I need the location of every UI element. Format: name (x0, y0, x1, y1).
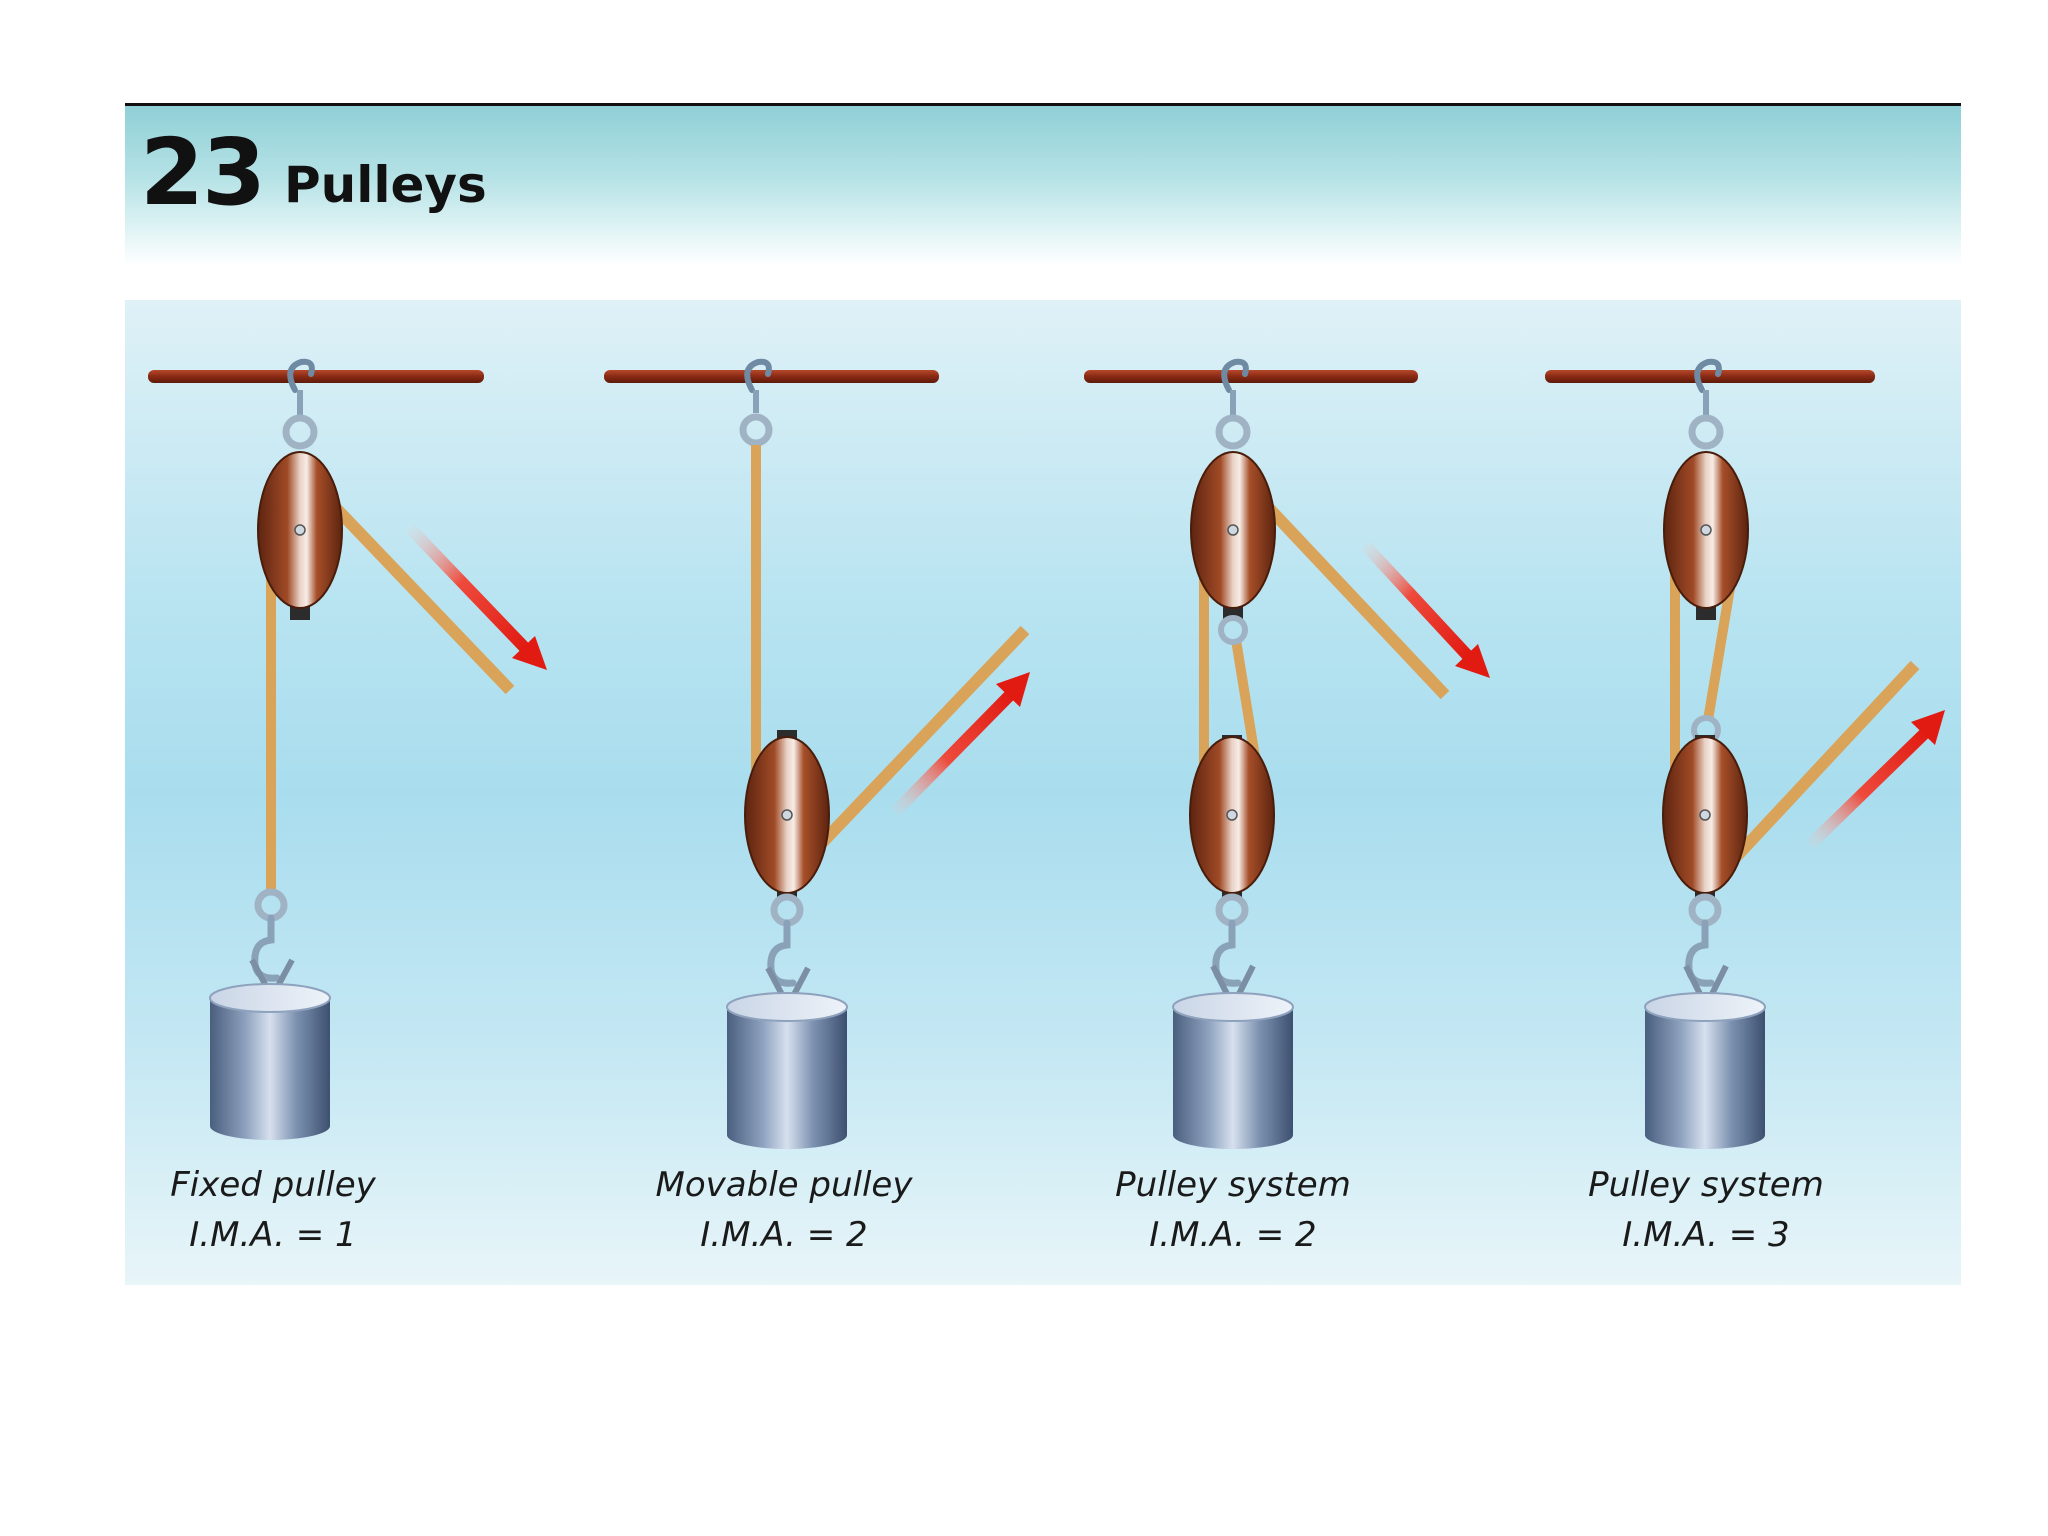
caption-name: Fixed pulley (73, 1160, 473, 1210)
swivel-eye (1692, 418, 1720, 446)
load-eye (1219, 897, 1245, 923)
weight-cylinder-icon (1645, 1007, 1765, 1149)
load-eye (258, 892, 284, 918)
force-arrow-icon (1365, 545, 1467, 655)
weight-top (1173, 993, 1293, 1021)
caption-ima: I.M.A. = 2 (1033, 1210, 1433, 1260)
panel-fixed-pulley (148, 362, 547, 1140)
panel-movable-pulley (604, 362, 1030, 1149)
link-eye (1221, 618, 1245, 642)
swivel-eye (1219, 418, 1247, 446)
caption-ima: I.M.A. = 3 (1506, 1210, 1906, 1260)
axle (1700, 810, 1710, 820)
caption-name: Movable pulley (584, 1160, 984, 1210)
swivel-eye (286, 418, 314, 446)
caption-ima: I.M.A. = 2 (584, 1210, 984, 1260)
axle (295, 525, 305, 535)
force-arrow-icon (1810, 733, 1925, 845)
panel-pulley-system-3 (1545, 362, 1945, 1149)
ceiling-beam (1084, 370, 1418, 383)
weight-top (210, 984, 330, 1012)
weight-top (1645, 993, 1765, 1021)
axle (1228, 525, 1238, 535)
weight-cylinder-icon (727, 1007, 847, 1149)
load-eye (1692, 897, 1718, 923)
ceiling-beam (148, 370, 484, 383)
caption-pulley-system-2: Pulley system I.M.A. = 2 (1033, 1160, 1433, 1260)
caption-name: Pulley system (1506, 1160, 1906, 1210)
caption-name: Pulley system (1033, 1160, 1433, 1210)
axle (1701, 525, 1711, 535)
rope-pull (820, 630, 1025, 845)
weight-cylinder-icon (210, 998, 330, 1140)
caption-pulley-system-3: Pulley system I.M.A. = 3 (1506, 1160, 1906, 1260)
force-arrow-icon (410, 528, 525, 648)
caption-movable-pulley: Movable pulley I.M.A. = 2 (584, 1160, 984, 1260)
load-eye (774, 897, 800, 923)
panel-pulley-system-2 (1084, 362, 1490, 1149)
weight-top (727, 993, 847, 1021)
axle (1227, 810, 1237, 820)
caption-ima: I.M.A. = 1 (73, 1210, 473, 1260)
axle (782, 810, 792, 820)
ceiling-beam (1545, 370, 1875, 383)
weight-cylinder-icon (1173, 1007, 1293, 1149)
anchor-eye (743, 417, 769, 443)
caption-fixed-pulley: Fixed pulley I.M.A. = 1 (73, 1160, 473, 1260)
